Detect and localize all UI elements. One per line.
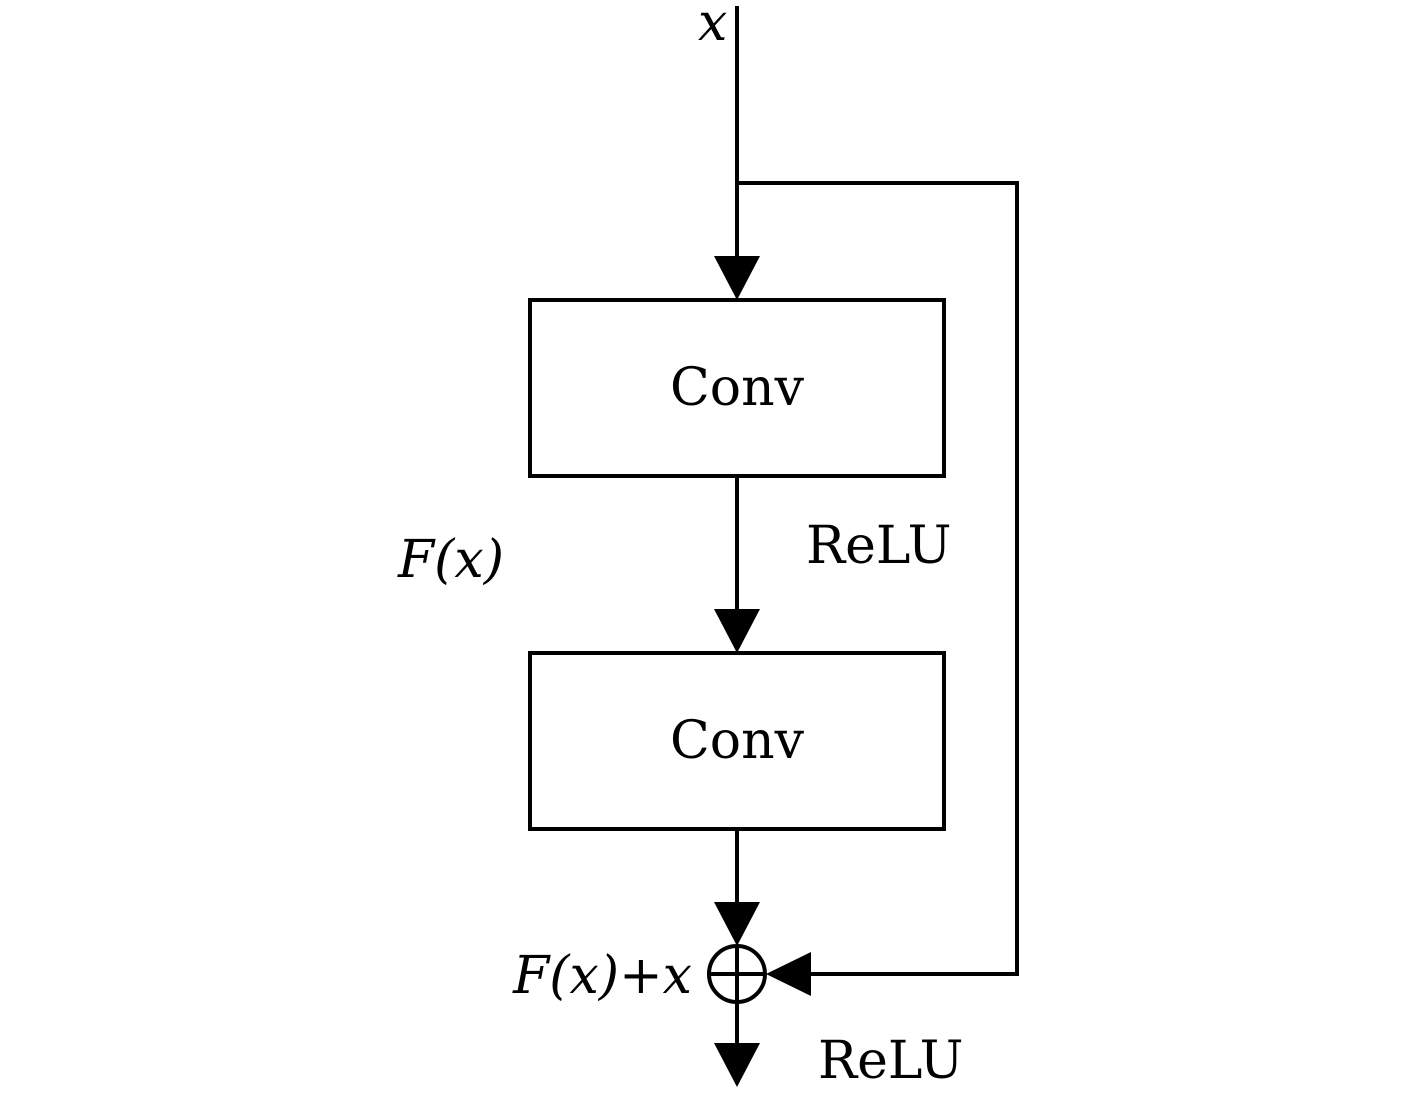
sum-label: F(x)+x bbox=[512, 946, 692, 1006]
relu-label-2: ReLU bbox=[818, 1031, 963, 1091]
arrow-into-conv-1 bbox=[714, 256, 760, 300]
output-arrowhead bbox=[714, 1043, 760, 1087]
arrow-into-conv-2 bbox=[714, 609, 760, 653]
conv-block-2-label: Conv bbox=[670, 711, 805, 771]
sum-node-icon bbox=[707, 944, 767, 1004]
residual-function-label: F(x) bbox=[397, 530, 504, 590]
skip-arrowhead bbox=[766, 952, 811, 996]
skip-connection bbox=[737, 181, 1019, 976]
arrow-into-sum bbox=[714, 902, 760, 946]
conv-block-1: Conv bbox=[528, 298, 946, 478]
conv-block-1-label: Conv bbox=[670, 358, 805, 418]
input-label: x bbox=[698, 0, 727, 53]
relu-label-1: ReLU bbox=[806, 516, 951, 576]
conv-block-2: Conv bbox=[528, 651, 946, 831]
